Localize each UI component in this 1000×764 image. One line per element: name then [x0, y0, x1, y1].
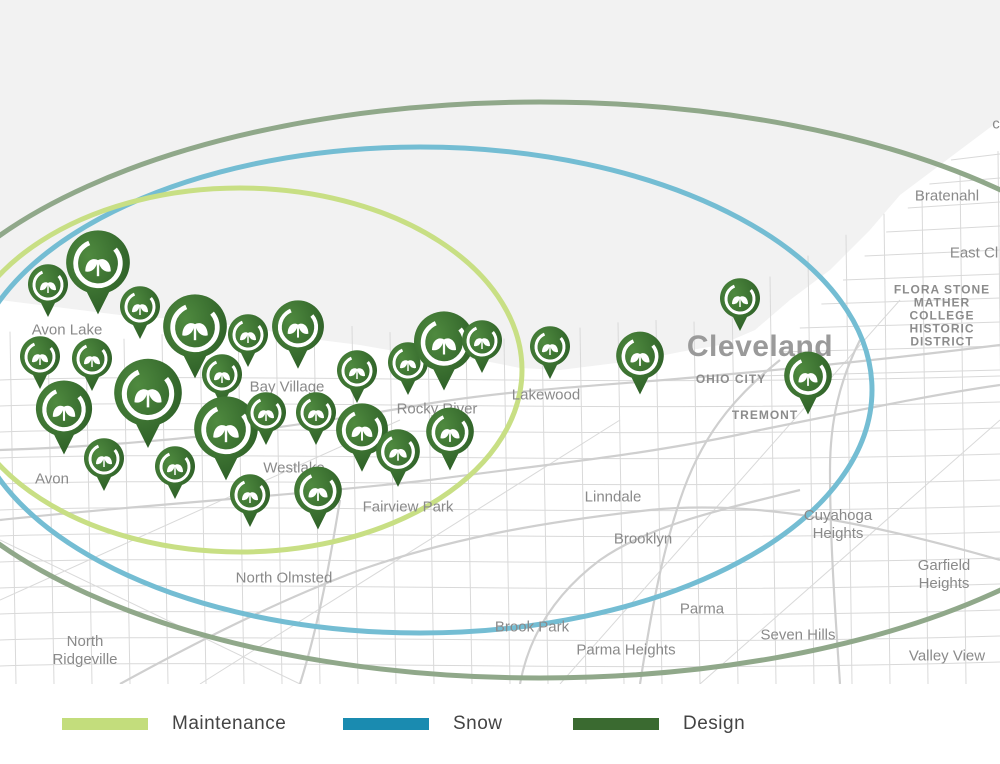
map-base — [0, 0, 1000, 684]
leaf-logo-pin-icon[interactable] — [27, 264, 69, 318]
place-label-ohio-city: OHIO CITY — [695, 372, 767, 386]
leaf-logo-pin-icon[interactable] — [375, 429, 421, 488]
leaf-logo-pin-icon[interactable] — [71, 338, 113, 392]
design-ring — [0, 99, 1000, 681]
legend-swatch-maintenance — [62, 718, 148, 730]
maintenance-ring — [0, 185, 525, 555]
place-label-tremont: TREMONT — [731, 408, 799, 422]
leaf-logo-pin-icon[interactable] — [425, 407, 475, 472]
place-label-linndale: Linndale — [584, 488, 642, 506]
map-legend: Maintenance Snow Design — [0, 684, 1000, 764]
place-label-bay-village: Bay Village — [249, 378, 325, 396]
leaf-logo-pin-icon[interactable] — [35, 380, 94, 456]
legend-item-snow: Snow — [343, 712, 503, 736]
place-label-lakewood: Lakewood — [511, 386, 581, 404]
legend-swatch-snow — [343, 718, 429, 730]
place-label-parma: Parma — [679, 600, 725, 618]
leaf-logo-pin-icon[interactable] — [162, 294, 229, 380]
leaf-logo-pin-icon[interactable] — [113, 358, 184, 450]
leaf-logo-pin-icon[interactable] — [154, 446, 196, 500]
leaf-logo-pin-icon[interactable] — [271, 300, 326, 370]
place-label-bratenahl: Bratenahl — [914, 187, 980, 205]
snow-ring — [0, 144, 875, 636]
place-label-avon: Avon — [35, 470, 69, 488]
place-label-fairview-park: Fairview Park — [362, 498, 454, 516]
legend-label-design: Design — [683, 713, 746, 734]
leaf-logo-pin-icon[interactable] — [336, 350, 378, 404]
lake-erie — [0, 0, 1000, 370]
leaf-logo-pin-icon[interactable] — [245, 392, 287, 446]
leaf-logo-pin-icon[interactable] — [461, 320, 503, 374]
leaf-logo-pin-icon[interactable] — [227, 314, 269, 368]
leaf-logo-pin-icon[interactable] — [295, 392, 337, 446]
place-label-cuyahoga-heights: Cuyahoga Heights — [803, 507, 873, 542]
leaf-logo-pin-icon[interactable] — [529, 326, 571, 380]
place-label-edge-c: c — [992, 115, 1000, 133]
leaf-logo-pin-icon[interactable] — [293, 466, 343, 531]
place-label-garfield-heights: Garfield Heights — [917, 557, 971, 592]
leaf-logo-pin-icon[interactable] — [119, 286, 161, 340]
service-rings — [0, 99, 1000, 681]
leaf-logo-pin-icon[interactable] — [19, 336, 61, 390]
legend-swatch-design — [573, 718, 659, 730]
place-label-parma-heights: Parma Heights — [576, 641, 676, 659]
leaf-logo-pin-icon[interactable] — [615, 331, 665, 396]
legend-item-maintenance: Maintenance — [62, 712, 286, 736]
place-label-east-cleveland: East Cl — [949, 244, 999, 262]
leaf-logo-pin-icon[interactable] — [83, 438, 125, 492]
leaf-logo-pin-icon[interactable] — [413, 311, 476, 392]
leaf-logo-pin-icon[interactable] — [335, 403, 390, 473]
leaf-logo-pin-icon[interactable] — [65, 230, 132, 316]
leaf-logo-pin-icon[interactable] — [201, 354, 243, 408]
place-label-brook-park: Brook Park — [494, 618, 570, 636]
place-label-north-olmsted: North Olmsted — [235, 569, 333, 587]
leaf-logo-pin-icon[interactable] — [783, 351, 833, 416]
place-label-avon-lake: Avon Lake — [31, 321, 103, 339]
place-label-brooklyn: Brooklyn — [613, 530, 673, 548]
leaf-logo-pin-icon[interactable] — [193, 396, 260, 482]
leaf-logo-pin-icon[interactable] — [719, 278, 761, 332]
place-label-north-ridgeville: North Ridgeville — [52, 633, 118, 668]
legend-item-design: Design — [573, 712, 745, 736]
place-label-seven-hills: Seven Hills — [760, 626, 836, 644]
place-label-flora-stone: FLORA STONE MATHER COLLEGE HISTORIC DIST… — [893, 282, 991, 349]
leaf-logo-pin-icon[interactable] — [229, 474, 271, 528]
legend-label-maintenance: Maintenance — [172, 713, 287, 734]
place-label-valley-view: Valley View — [908, 647, 986, 665]
legend-label-snow: Snow — [453, 713, 503, 734]
service-area-map: Bratenahl East Cl FLORA STONE MATHER COL… — [0, 0, 1000, 684]
